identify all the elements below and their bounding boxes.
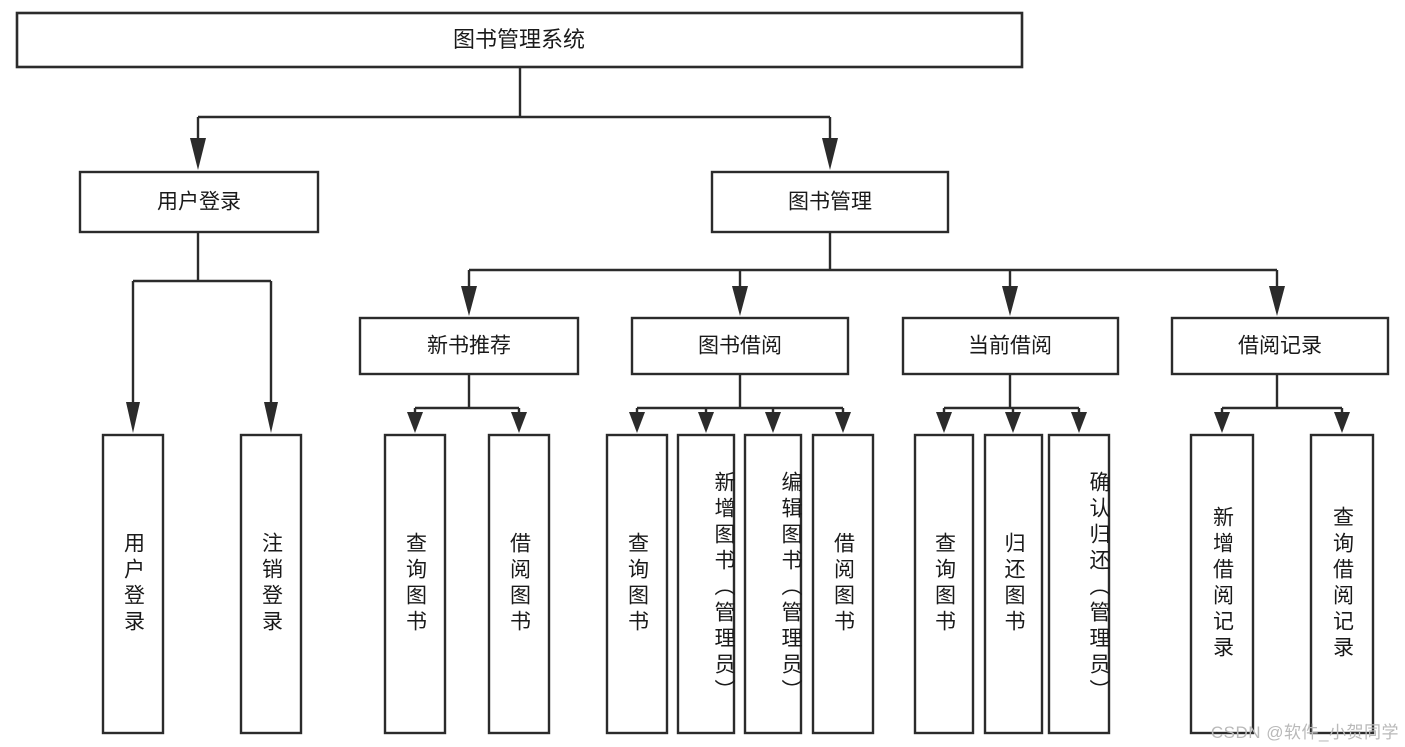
- leaf-label-user-login: 用户登录: [121, 532, 145, 636]
- arrow-icon: [822, 138, 838, 170]
- arrow-icon: [190, 138, 206, 170]
- leaf-label-add-record: 新增借阅记录: [1210, 506, 1234, 662]
- arrow-icon: [936, 412, 952, 433]
- arrow-icon: [126, 402, 140, 433]
- arrow-icon: [1002, 286, 1018, 316]
- leaf-box-borrow-book-2[interactable]: [811, 433, 875, 735]
- leaf-box-query-book-2[interactable]: [605, 433, 669, 735]
- arrow-icon: [698, 412, 714, 433]
- connector-bookmgmt-to-level2: [461, 232, 1285, 316]
- leaf-box-borrow-book-1[interactable]: [487, 433, 551, 735]
- arrow-icon: [1071, 412, 1087, 433]
- arrow-icon: [1214, 412, 1230, 433]
- leaf-box-return-book[interactable]: [983, 433, 1044, 735]
- leaf-label-logout: 注销登录: [259, 532, 283, 636]
- leaf-box-query-record[interactable]: [1309, 433, 1375, 735]
- connector-borrowrecord-to-leaves: [1214, 374, 1350, 433]
- node-box[interactable]: [630, 316, 850, 376]
- node-label: 图书借阅: [698, 335, 782, 358]
- arrow-icon: [461, 286, 477, 316]
- node-label: 图书管理: [788, 191, 872, 214]
- node-root-label: 图书管理系统: [453, 27, 585, 52]
- arrow-icon: [765, 412, 781, 433]
- node-box[interactable]: [78, 170, 320, 234]
- leaf-label-query-book-2: 查询图书: [625, 532, 649, 636]
- leaf-label-add-book: 新增图书（管理员）: [712, 471, 735, 705]
- node-label: 用户登录: [157, 191, 241, 214]
- node-borrow-record[interactable]: 借阅记录: [1170, 316, 1390, 376]
- node-root-box[interactable]: [15, 11, 1024, 69]
- node-new-book-recommend[interactable]: 新书推荐: [358, 316, 580, 376]
- arrow-icon: [1269, 286, 1285, 316]
- leaf-box-query-book-3[interactable]: [913, 433, 975, 735]
- leaf-label-return-book: 归还图书: [1002, 532, 1025, 636]
- leaf-label-confirm-return: 确认归还（管理员）: [1087, 471, 1110, 705]
- arrow-icon: [511, 412, 527, 433]
- node-box[interactable]: [1170, 316, 1390, 376]
- arrow-icon: [264, 402, 278, 433]
- arrow-icon: [1005, 412, 1021, 433]
- leaf-box-add-book[interactable]: [676, 433, 736, 735]
- leaf-label-borrow-book-2: 借阅图书: [831, 532, 855, 636]
- arrow-icon: [1334, 412, 1350, 433]
- node-book-borrow[interactable]: 图书借阅: [630, 316, 850, 376]
- node-label: 借阅记录: [1238, 335, 1322, 358]
- leaf-label-borrow-book-1: 借阅图书: [507, 532, 531, 636]
- arrow-icon: [835, 412, 851, 433]
- node-box[interactable]: [358, 316, 580, 376]
- leaf-label-query-book-3: 查询图书: [932, 532, 956, 636]
- node-book-management[interactable]: 图书管理: [710, 170, 950, 234]
- leaf-box-edit-book[interactable]: [743, 433, 803, 735]
- node-user-login[interactable]: 用户登录: [78, 170, 320, 234]
- node-label: 新书推荐: [427, 335, 511, 358]
- leaf-box-query-book-1[interactable]: [383, 433, 447, 735]
- node-current-borrow[interactable]: 当前借阅: [901, 316, 1120, 376]
- node-box[interactable]: [710, 170, 950, 234]
- node-root[interactable]: 图书管理系统: [15, 11, 1024, 69]
- connector-root-to-level1: [190, 67, 838, 170]
- connector-currentborrow-to-leaves: [936, 374, 1087, 433]
- leaf-box-logout[interactable]: [239, 433, 303, 735]
- connector-userlogin-to-leaves: [126, 232, 278, 433]
- leaf-box-user-login[interactable]: [101, 433, 165, 735]
- leaf-label-query-book-1: 查询图书: [403, 532, 427, 636]
- node-box[interactable]: [901, 316, 1120, 376]
- connector-newbook-to-leaves: [407, 374, 527, 433]
- leaf-label-query-record: 查询借阅记录: [1330, 506, 1354, 662]
- node-label: 当前借阅: [968, 335, 1052, 358]
- arrow-icon: [732, 286, 748, 316]
- leaf-label-edit-book: 编辑图书（管理员）: [779, 471, 802, 705]
- arrow-icon: [407, 412, 423, 433]
- leaf-box-add-record[interactable]: [1189, 433, 1255, 735]
- connector-bookborrow-to-leaves: [629, 374, 851, 433]
- arrow-icon: [629, 412, 645, 433]
- leaf-box-confirm-return[interactable]: [1047, 433, 1111, 735]
